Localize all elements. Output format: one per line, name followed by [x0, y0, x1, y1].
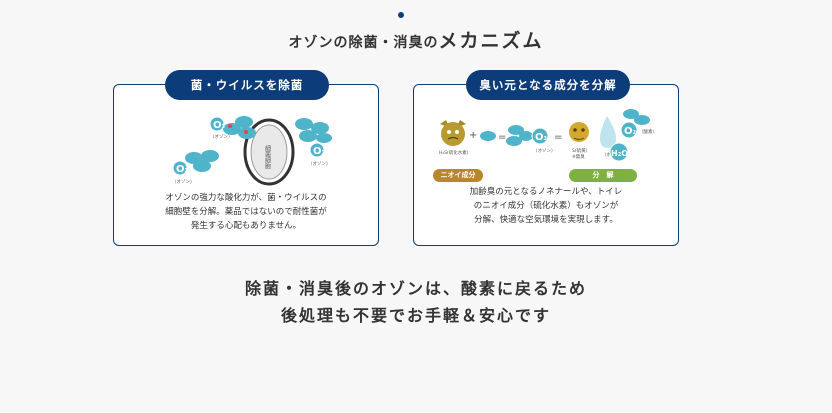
deodorize-illustration: H₂S(硫化水素) + = O3 （オゾン） = S(硫黄) ※無臭 （水） H…: [439, 109, 657, 162]
oxygen-label: （酸素）: [639, 128, 657, 135]
conclusion-line-1: 除菌・消臭後のオゾンは、酸素に戻るため: [244, 279, 587, 298]
conclusion-line-2: 後処理も不要でお手軽＆安心です: [280, 306, 551, 325]
h2o-badge: [609, 142, 629, 162]
svg-text:O3: O3: [213, 120, 226, 131]
title-part-1: オゾンの除菌・消臭の: [288, 35, 439, 51]
ozone-label-left: （オゾン）: [172, 179, 195, 185]
sulfur-monster-icon: [569, 122, 589, 142]
sterilize-description: オゾンの強力な酸化力が、菌・ウイルスの 細胞壁を分解。薬品ではないので耐性菌が …: [165, 193, 327, 231]
title-part-2: メカニズム: [438, 30, 544, 52]
svg-text:H2O: H2O: [611, 149, 628, 158]
ozone-label-right: （オゾン）: [308, 161, 331, 167]
o3-badge-deodorize: [531, 127, 549, 145]
ozone-cluster-left: [185, 150, 219, 172]
ozone-label-top: （オゾン）: [210, 134, 233, 140]
odorless-label: ※無臭: [572, 153, 585, 160]
plus-sign: +: [469, 130, 477, 141]
sterilize-panel-title: 菌・ウイルスを除菌: [165, 70, 329, 100]
equals-sign-2: =: [554, 132, 562, 143]
conclusion-text: 除菌・消臭後のオゾンは、酸素に戻るため 後処理も不要でお手軽＆安心です: [0, 275, 832, 329]
o3-badge-right: [309, 142, 325, 158]
deodorize-panel-title: 臭い元となる成分を分解: [466, 70, 630, 100]
odor-component-tag: ニオイ成分: [433, 169, 483, 182]
oxygen-bubbles: [623, 109, 650, 125]
bacteria-cell: [250, 124, 288, 180]
o3-badge-top: [209, 116, 225, 132]
decompose-tag: 分 解: [569, 169, 637, 182]
ozone-cluster-top: [223, 116, 256, 139]
equals-sign-1: =: [498, 132, 506, 143]
svg-text:O2: O2: [624, 126, 637, 137]
cell-label: 細菌細胞: [264, 144, 271, 170]
ozone-cluster-right: [295, 118, 332, 143]
svg-text:O3: O3: [535, 132, 548, 143]
page-title: オゾンの除菌・消臭のメカニズム: [0, 26, 832, 53]
o3-badge-left: [172, 160, 188, 176]
heading-dot: [398, 12, 404, 18]
ozone-bubbles-right: [506, 125, 533, 146]
ozone-label-deodorize: （オゾン）: [533, 148, 556, 154]
bacteria-cell-outline: [243, 118, 295, 186]
sterilize-illustration: 細菌細胞 O3 （オゾン） O3 （オゾン） O3 （オゾン）: [172, 116, 332, 186]
h2s-label: H₂S(硫化水素): [439, 149, 469, 156]
svg-text:O3: O3: [313, 146, 326, 157]
svg-text:O3: O3: [176, 164, 189, 175]
sulfur-label: S(硫黄): [572, 147, 588, 154]
deodorize-description: 加齢臭の元となるノネナールや、トイレ のニオイ成分（硫化水素）もオゾンが 分解、…: [469, 187, 623, 225]
water-drop-icon: [600, 116, 616, 148]
o2-badge: [620, 121, 638, 139]
water-label: （水）: [602, 151, 616, 158]
odor-monster-icon: [440, 120, 466, 146]
